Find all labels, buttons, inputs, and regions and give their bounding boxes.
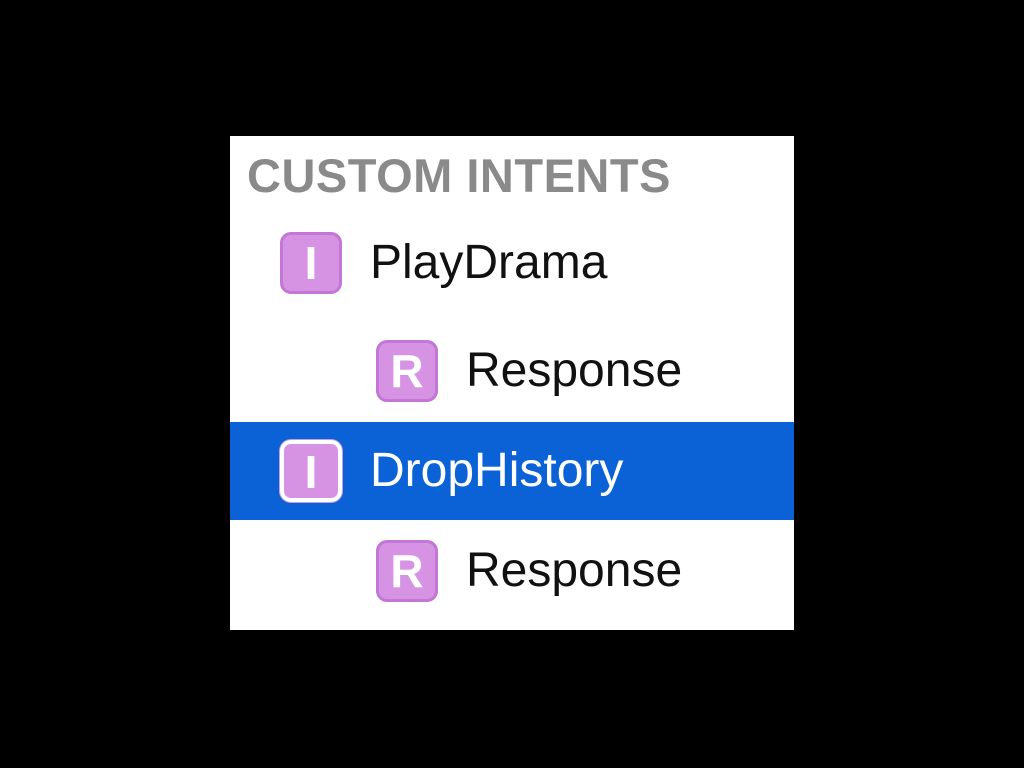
outline-item-playdrama-response[interactable]: R Response — [230, 322, 794, 420]
intent-icon: I — [280, 232, 342, 294]
response-icon: R — [376, 340, 438, 402]
outline-item-label: Response — [466, 344, 683, 397]
outline-item-label: PlayDrama — [370, 236, 608, 289]
outline-item-label: DropHistory — [370, 444, 624, 497]
outline-item-playdrama[interactable]: I PlayDrama — [230, 214, 794, 312]
custom-intents-outline: CUSTOM INTENTS I PlayDrama R Response I … — [230, 136, 794, 630]
outline-item-drophistory-response[interactable]: R Response — [230, 522, 794, 620]
intent-icon: I — [280, 440, 342, 502]
section-header: CUSTOM INTENTS — [247, 149, 671, 202]
response-icon: R — [376, 540, 438, 602]
outline-item-drophistory[interactable]: I DropHistory — [230, 422, 794, 520]
outline-item-label: Response — [466, 544, 683, 597]
